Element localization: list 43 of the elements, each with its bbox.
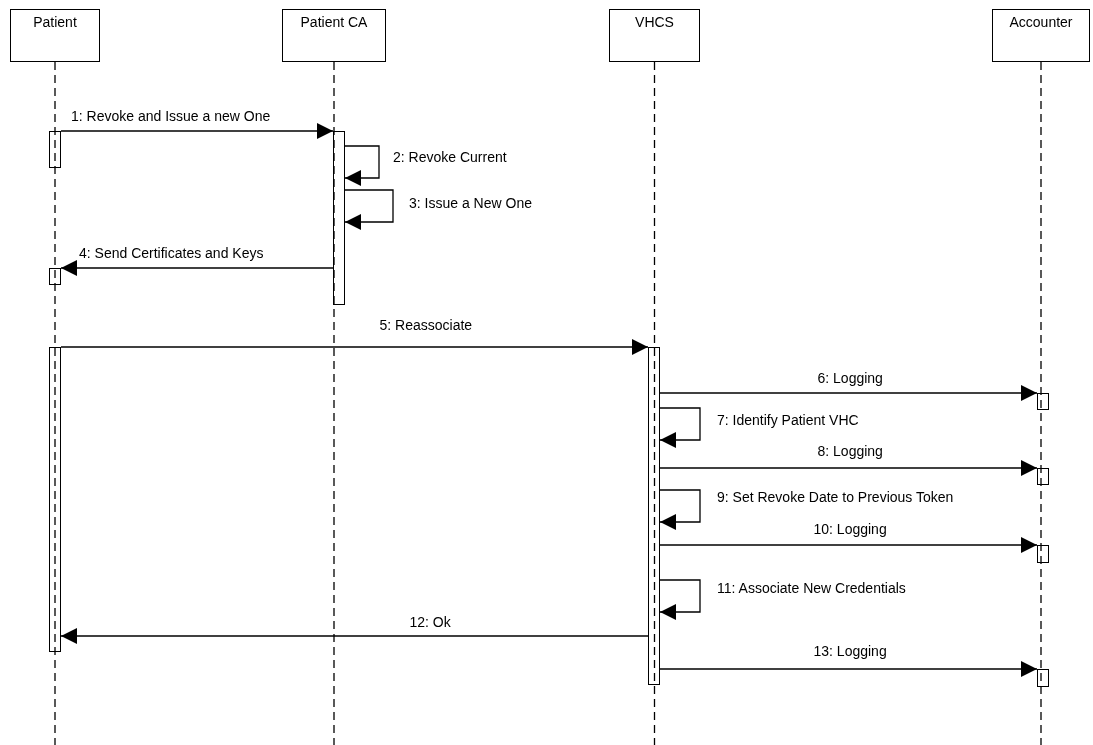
- activation-bar: [49, 131, 61, 168]
- message-arrow: [659, 579, 701, 620]
- message-arrow: [659, 407, 701, 448]
- message-arrow: [659, 489, 701, 530]
- message-arrow: [659, 537, 1038, 553]
- message-arrow: [659, 661, 1038, 677]
- activation-bar: [1037, 393, 1049, 410]
- edge-label: 10: Logging: [812, 521, 888, 537]
- edge-label: 3: Issue a New One: [408, 195, 533, 211]
- participant-box: [992, 9, 1090, 62]
- edge-label: 13: Logging: [812, 643, 888, 659]
- participant-name: Accounter: [1009, 14, 1073, 30]
- message-arrow: [60, 339, 649, 355]
- edge-label: 11: Associate New Credentials: [716, 580, 907, 596]
- activation-bar: [49, 268, 61, 285]
- participant-name: VHCS: [635, 14, 674, 30]
- activation-bar: [49, 347, 61, 652]
- activation-bar: [1037, 669, 1049, 687]
- activation-bar: [1037, 545, 1049, 563]
- message-arrow: [659, 385, 1038, 401]
- participant-box: [10, 9, 100, 62]
- edge-label: 9: Set Revoke Date to Previous Token: [716, 489, 955, 505]
- edge-label: 5: Reassociate: [378, 317, 474, 333]
- edge-label: 7: Identify Patient VHC: [716, 412, 860, 428]
- message-arrow: [60, 628, 649, 644]
- activation-bar: [333, 131, 345, 305]
- message-arrow: [60, 123, 334, 139]
- message-arrow: [344, 145, 380, 186]
- message-arrow: [60, 260, 334, 276]
- participant-name: Patient CA: [300, 14, 368, 30]
- edge-label: 2: Revoke Current: [392, 149, 508, 165]
- edge-label: 6: Logging: [816, 370, 884, 386]
- edge-label: 12: Ok: [408, 614, 452, 630]
- activation-bar: [1037, 468, 1049, 485]
- participant-name: Patient: [33, 14, 77, 30]
- message-arrow: [344, 189, 394, 230]
- edge-label: 8: Logging: [816, 443, 884, 459]
- activation-bar: [648, 347, 660, 685]
- edge-label: 1: Revoke and Issue a new One: [70, 108, 272, 124]
- participant-box: [282, 9, 386, 62]
- message-arrow: [659, 460, 1038, 476]
- edge-label: 4: Send Certificates and Keys: [78, 245, 265, 261]
- participant-box: [609, 9, 700, 62]
